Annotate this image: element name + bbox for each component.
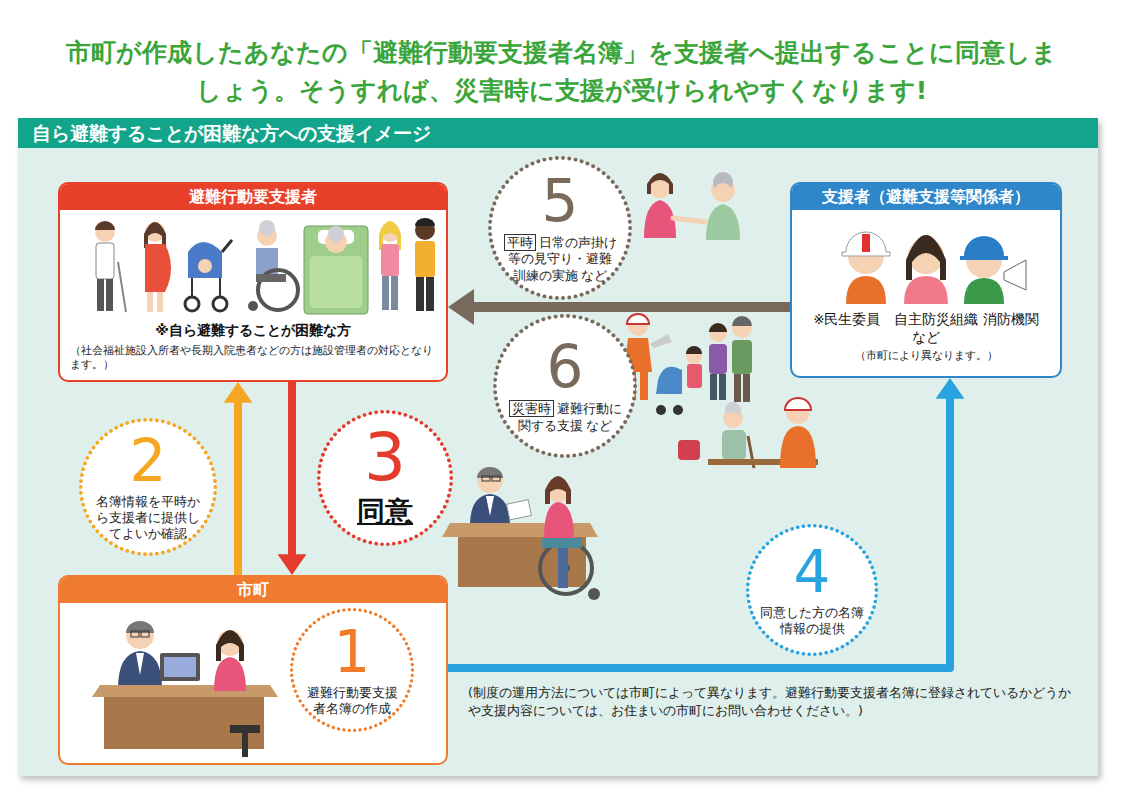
connector-line: [473, 302, 790, 312]
arrow-head: [448, 289, 474, 325]
box-note: （社会福祉施設入所者や長期入院患者などの方は施設管理者の対応となります。）: [60, 340, 446, 371]
box-header: 避難行動要支援者: [60, 184, 446, 210]
circle-content: 3同意: [316, 409, 454, 547]
connector-line: [234, 402, 242, 575]
circle-text: 避難行動要支援者名簿の作成: [302, 685, 402, 718]
circle-text-wrap: 3同意: [330, 425, 440, 531]
arrow-head: [936, 378, 965, 399]
box-note: （市町により異なります。）: [792, 346, 1060, 363]
callout-number: 1: [302, 623, 402, 681]
arrow-head: [224, 382, 253, 403]
box-header: 市町: [60, 577, 446, 603]
callout-number: 6: [507, 338, 623, 396]
circle-text: 災害時避難行動に関する支援 など: [507, 400, 623, 434]
callout-number: 5: [502, 172, 618, 230]
neighbours-figure: [644, 172, 740, 240]
circle-content: 1 避難行動要支援者名簿の作成: [289, 607, 415, 733]
box-text: ※民生委員 自主防災組織 消防機関 など: [792, 310, 1060, 346]
group-box: 市町 1 避難行動要支援者名簿の作成: [58, 575, 448, 765]
circle-content: 4 同意した方の名簿情報の提供: [745, 523, 879, 657]
box-body: ※自ら避難することが困難な方（社会福祉施設入所者や長期入院患者などの方は施設管理…: [60, 210, 446, 379]
step-circle: 2名簿情報を平時から支援者に提供してよいか確認: [78, 417, 218, 557]
group-box: 支援者（避難支援等関係者）※民生委員 自主防災組織 消防機関 など（市町により異…: [790, 182, 1062, 378]
connector-line: [288, 382, 296, 555]
tag-label: 平時: [504, 234, 536, 251]
box-text: ※自ら避難することが困難な方: [60, 322, 446, 340]
box-body: ※民生委員 自主防災組織 消防機関 など（市町により異なります。）: [792, 210, 1060, 371]
circle-text-wrap: 6 災害時避難行動に関する支援 など: [507, 338, 623, 434]
callout-number: 4: [759, 543, 865, 601]
circle-content: 6 災害時避難行動に関する支援 など: [492, 313, 638, 459]
supporters-illustration: [792, 214, 1062, 304]
circle-text-wrap: 4 同意した方の名簿情報の提供: [759, 543, 865, 638]
box-body: [60, 603, 446, 611]
step-circle: 5平時日常の声掛け等の見守り・避難訓練の実施 など: [487, 155, 633, 301]
circle-content: 2名簿情報を平時から支援者に提供してよいか確認: [78, 417, 218, 557]
panel: 自ら避難することが困難な方への支援イメージ: [18, 118, 1098, 776]
step-circle: 6 災害時避難行動に関する支援 など: [492, 313, 638, 459]
connector-arrow: [224, 382, 253, 575]
circle-text-wrap: 1 避難行動要支援者名簿の作成: [302, 623, 402, 718]
title-text: 市町が作成したあなたの「避難行動要支援者名簿」を支援者へ提出することに同意しまし…: [60, 34, 1063, 110]
note-text: (制度の運用方法については市町によって異なります。避難行動要支援者名簿に登録され…: [468, 684, 1080, 720]
consultation-figure: [442, 467, 600, 600]
circle-text: 名簿情報を平時から支援者に提供してよいか確認: [96, 494, 200, 543]
connector-arrow: [448, 289, 790, 325]
agree-text: 同意: [330, 493, 440, 531]
callout-number: 2: [96, 432, 200, 490]
arrow-head: [278, 554, 307, 575]
circle-text-wrap: 2名簿情報を平時から支援者に提供してよいか確認: [96, 432, 200, 543]
band-heading: 自ら避難することが困難な方への支援イメージ: [18, 118, 1098, 148]
step-circle: 4 同意した方の名簿情報の提供: [745, 523, 879, 657]
circle-text-wrap: 5平時日常の声掛け等の見守り・避難訓練の実施 など: [502, 172, 618, 284]
people-illustration: [60, 212, 448, 317]
office-illustration: [60, 605, 290, 765]
circle-text: 平時日常の声掛け等の見守り・避難訓練の実施 など: [502, 234, 618, 284]
tag-label: 災害時: [509, 400, 554, 417]
callout-number: 3: [330, 425, 440, 491]
connector-arrow: [278, 382, 307, 575]
group-box: 避難行動要支援者※自ら避難することが困難な方（社会福祉施設入所者や長期入院患者な…: [58, 182, 448, 382]
box-header: 支援者（避難支援等関係者）: [792, 184, 1060, 210]
step-circle: 1 避難行動要支援者名簿の作成: [289, 607, 415, 733]
evacuation-figure: [624, 314, 818, 468]
circle-text: 同意した方の名簿情報の提供: [759, 605, 865, 638]
circle-content: 5平時日常の声掛け等の見守り・避難訓練の実施 など: [487, 155, 633, 301]
step-circle: 3同意: [316, 409, 454, 547]
